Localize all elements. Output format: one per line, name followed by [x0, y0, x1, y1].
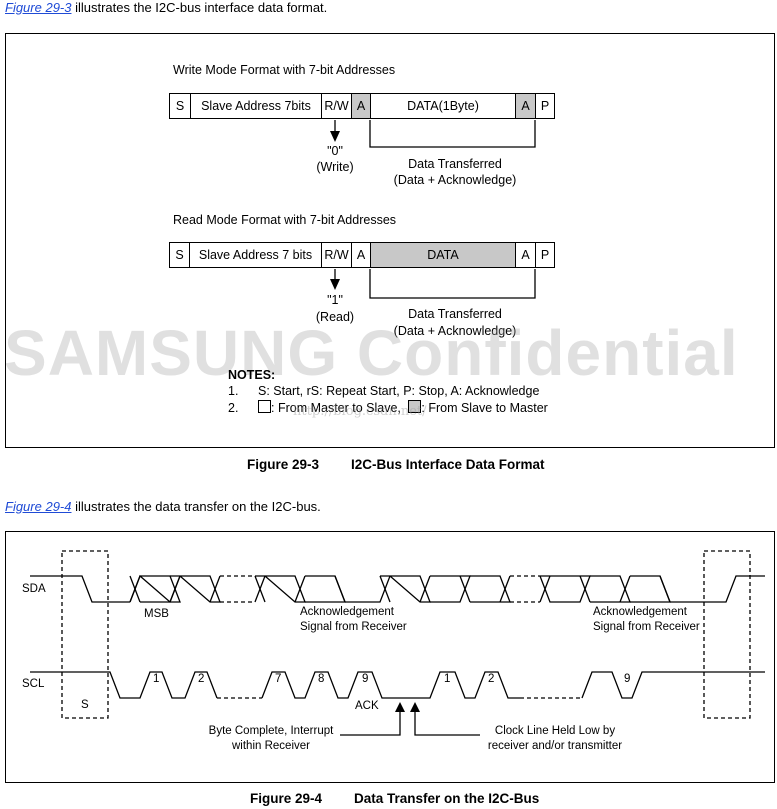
read-cell-rw: R/W: [321, 243, 351, 267]
gray-swatch: [408, 400, 422, 413]
pulse-label-8: 8: [318, 673, 325, 685]
read-cell-start: S: [175, 248, 184, 262]
pulse-label-1: 1: [153, 673, 160, 685]
intro-text-2-body: illustrates the data transfer on the I2C…: [71, 499, 321, 514]
write-cell-rw: R/W: [321, 94, 351, 118]
byte-complete-line1: Byte Complete, Interrupt: [208, 725, 334, 737]
write-cell-data: DATA(1Byte): [370, 94, 515, 118]
write-connectors: [330, 120, 536, 148]
write-transfer-line2: (Data + Acknowledge): [393, 173, 517, 187]
intro-text-1-body: illustrates the I2C-bus interface data f…: [71, 0, 328, 15]
write-rw-meaning: (Write): [316, 160, 354, 174]
write-cell-ack: A: [351, 94, 370, 118]
pulse-label-7: 7: [275, 673, 282, 685]
read-cell-ack: A: [351, 243, 370, 267]
pulse-label-1b: 1: [444, 673, 451, 685]
pulse-label-9: 9: [362, 673, 369, 685]
write-transfer-line1: Data Transferred: [408, 157, 502, 171]
clock-held-line1: Clock Line Held Low by: [494, 725, 616, 737]
white-swatch: [258, 400, 271, 413]
watermark-text: SAMSUNG Confidential: [4, 317, 739, 389]
read-rw-meaning: (Read): [315, 310, 355, 324]
figure-29-3-frame: [5, 33, 775, 448]
figure-29-4-caption-title: Data Transfer on the I2C-Bus: [354, 791, 540, 806]
sda-cell-1: [129, 574, 181, 603]
read-format-row: S Slave Address 7 bits R/W A DATA A P: [169, 242, 555, 268]
write-mode-title: Write Mode Format with 7-bit Addresses: [173, 63, 396, 77]
sda-start-edge: [30, 575, 130, 603]
write-cell-start: S: [175, 99, 185, 113]
ack-signal-1-line1: Acknowledgement: [300, 606, 394, 618]
figure-29-4-link[interactable]: Figure 29-4: [5, 499, 72, 514]
read-mode-title: Read Mode Format with 7-bit Addresses: [173, 213, 397, 227]
read-cell-data: DATA: [370, 243, 515, 267]
notes-heading: NOTES:: [228, 368, 276, 382]
note-1-num: 1.: [228, 384, 239, 398]
watermark-url: http://blog.csdn.net/: [293, 404, 427, 419]
write-cell-ack-2: A: [515, 94, 535, 118]
read-cell-ack-2: A: [515, 243, 535, 267]
clock-held-line2: receiver and/or transmitter: [487, 740, 623, 752]
intro-text-1: Figure 29-3 illustrates the I2C-bus inte…: [5, 0, 327, 15]
read-transfer-line1: Data Transferred: [408, 307, 502, 321]
write-cell-slave-address: Slave Address 7bits: [190, 94, 321, 118]
note-2-white-text: : From Master to Slave,: [271, 401, 401, 415]
pulse-label-2: 2: [198, 673, 205, 685]
figure-29-3-caption-title: I2C-Bus Interface Data Format: [351, 457, 545, 472]
ack-signal-1-line2: Signal from Receiver: [300, 621, 407, 633]
ack-label: ACK: [355, 700, 379, 712]
start-label: S: [81, 699, 89, 711]
sda-label: SDA: [22, 583, 46, 595]
intro-text-2: Figure 29-4 illustrates the data transfe…: [5, 499, 321, 514]
byte-complete-line2: within Receiver: [232, 740, 310, 752]
read-cell-stop: P: [535, 243, 554, 267]
note-2: 2. : From Master to Slave, : From Slave t…: [228, 400, 548, 415]
note-2-num: 2.: [228, 401, 239, 415]
pulse-label-9b: 9: [624, 673, 631, 685]
read-cell-slave-address: Slave Address 7 bits: [189, 243, 321, 267]
figure-29-4-caption-num: Figure 29-4: [250, 791, 323, 806]
write-cell-stop: P: [535, 94, 554, 118]
msb-label: MSB: [144, 608, 169, 620]
figure-29-3-link[interactable]: Figure 29-3: [5, 0, 72, 15]
figure-29-3-caption-num: Figure 29-3: [247, 457, 320, 472]
note-2-gray-text: : From Slave to Master: [421, 401, 548, 415]
write-rw-value: "0": [327, 144, 343, 158]
figure-29-4-frame: [5, 531, 775, 783]
note-1-text: S: Start, rS: Repeat Start, P: Stop, A: …: [258, 384, 540, 398]
read-rw-value: "1": [327, 293, 343, 307]
figure-29-4-caption: Figure 29-4 Data Transfer on the I2C-Bus: [250, 791, 539, 806]
figure-29-3-caption: Figure 29-3 I2C-Bus Interface Data Format: [247, 457, 545, 472]
note-1: 1. S: Start, rS: Repeat Start, P: Stop, A…: [228, 384, 539, 398]
read-connectors: [330, 269, 536, 299]
sda-stop-edge: [670, 575, 765, 603]
scl-label: SCL: [22, 678, 45, 690]
ack-signal-2-line2: Signal from Receiver: [593, 621, 700, 633]
ack-signal-2-line1: Acknowledgement: [593, 606, 687, 618]
pulse-label-2b: 2: [488, 673, 495, 685]
write-format-row: S Slave Address 7bits R/W A DATA(1Byte) …: [169, 93, 555, 119]
read-transfer-line2: (Data + Acknowledge): [393, 324, 517, 338]
